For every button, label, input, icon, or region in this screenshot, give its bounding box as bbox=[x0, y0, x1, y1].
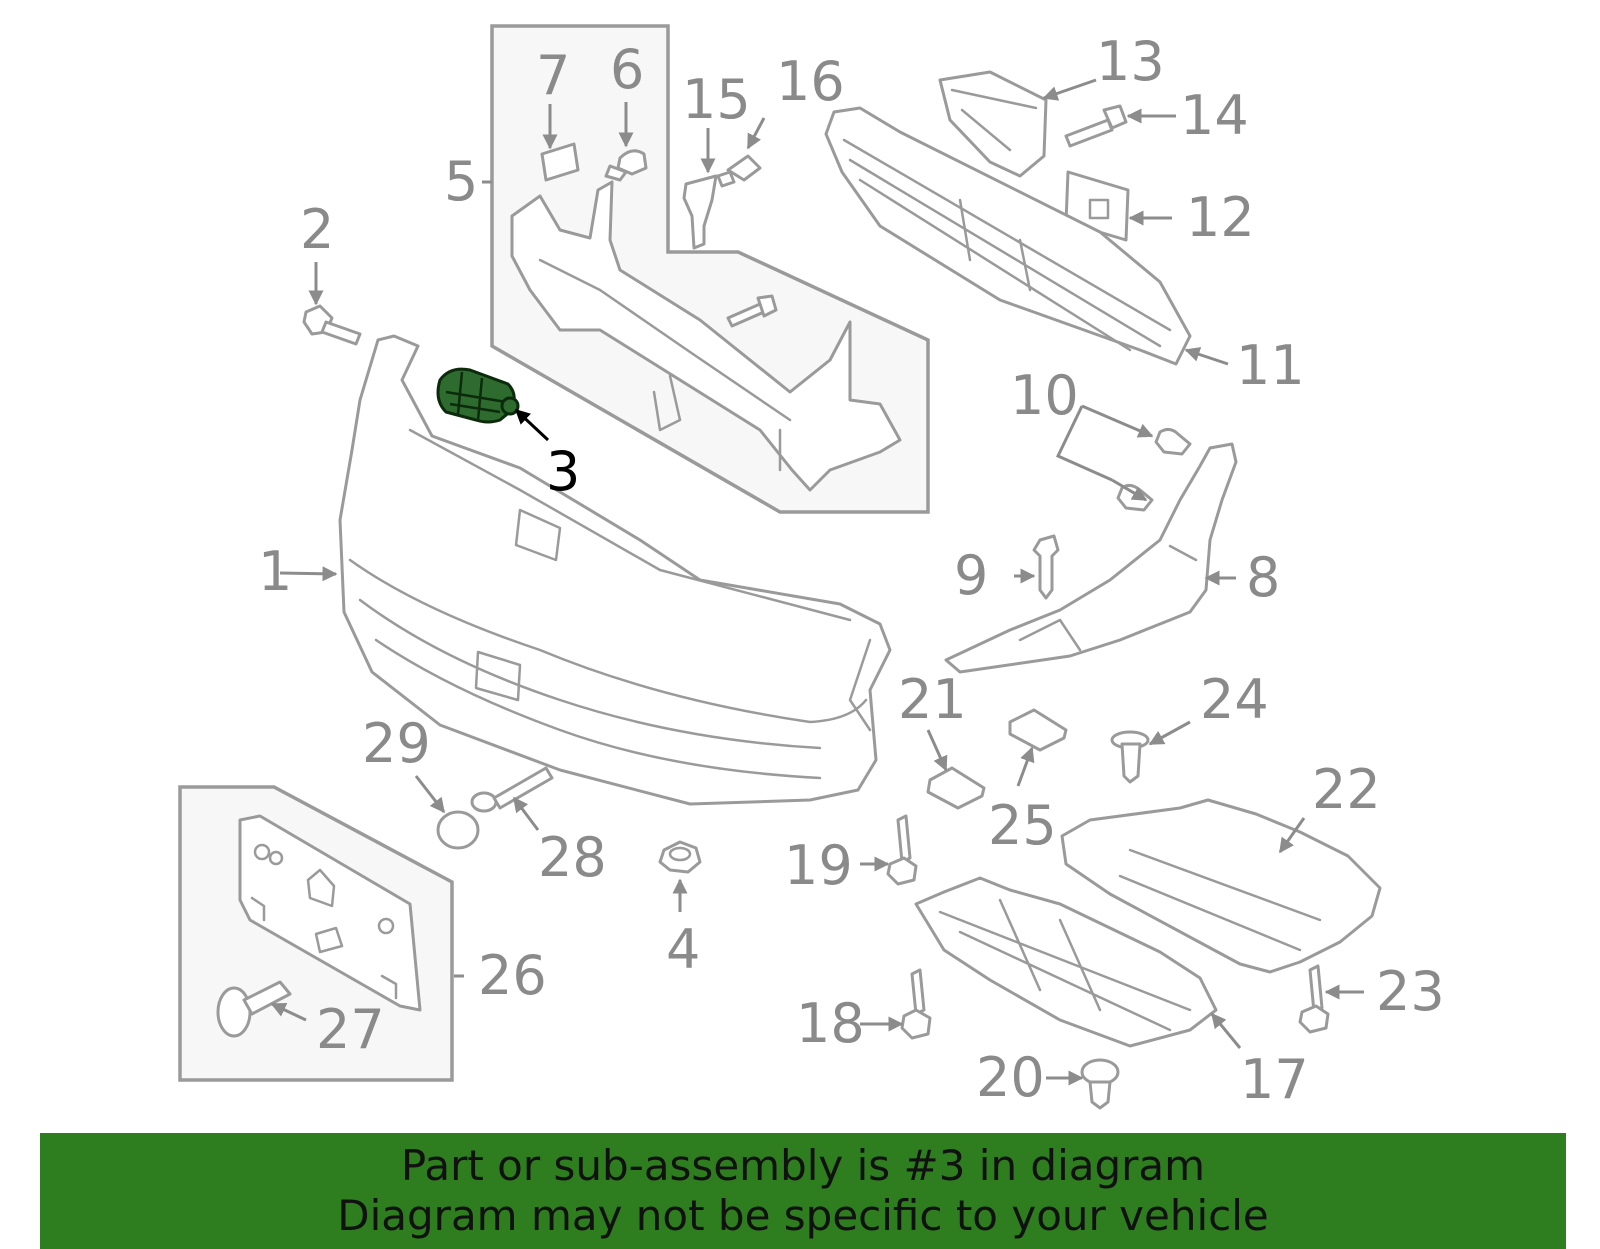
callout-12: 12 bbox=[1186, 186, 1255, 249]
banner-line-disclaimer: Diagram may not be specific to your vehi… bbox=[337, 1191, 1269, 1240]
under-cover-part-22 bbox=[1060, 798, 1382, 974]
callout-17: 17 bbox=[1240, 1048, 1309, 1111]
sensor-part-highlighted bbox=[436, 367, 520, 424]
bracket-part-15 bbox=[682, 174, 718, 250]
callout-10: 10 bbox=[1010, 364, 1079, 427]
callout-25: 25 bbox=[988, 794, 1057, 857]
reinforcement-part bbox=[510, 180, 902, 492]
callout-8: 8 bbox=[1246, 546, 1280, 609]
callout-29: 29 bbox=[362, 712, 431, 775]
side-bracket-part-8 bbox=[944, 442, 1238, 674]
pin-part-9 bbox=[1032, 534, 1060, 600]
bolt-part-2 bbox=[302, 304, 362, 346]
callout-23: 23 bbox=[1376, 960, 1445, 1023]
bolt-part-14 bbox=[1064, 104, 1128, 148]
callout-11: 11 bbox=[1236, 334, 1305, 397]
callout-14: 14 bbox=[1180, 84, 1249, 147]
callout-28: 28 bbox=[538, 826, 607, 889]
callout-4: 4 bbox=[666, 918, 700, 981]
callout-27: 27 bbox=[316, 998, 385, 1061]
callout-13: 13 bbox=[1096, 30, 1165, 93]
pad-part-7 bbox=[540, 142, 580, 182]
grille-part-11 bbox=[824, 106, 1192, 366]
callout-2: 2 bbox=[300, 198, 334, 261]
bumper-cover-part bbox=[338, 334, 892, 806]
clip-part-10 bbox=[1116, 427, 1192, 512]
clip-part-24 bbox=[1110, 730, 1150, 784]
callout-20: 20 bbox=[976, 1046, 1045, 1109]
callout-6: 6 bbox=[610, 38, 644, 101]
callout-15: 15 bbox=[682, 68, 751, 131]
clip-part-20 bbox=[1080, 1058, 1120, 1110]
banner-line-part-number: Part or sub-assembly is #3 in diagram bbox=[400, 1141, 1206, 1190]
callout-24: 24 bbox=[1200, 668, 1269, 731]
callout-1: 1 bbox=[258, 540, 292, 603]
screw-part-27 bbox=[216, 980, 292, 1038]
callout-19: 19 bbox=[784, 834, 853, 897]
callout-21: 21 bbox=[898, 668, 967, 731]
clip-part-21 bbox=[926, 766, 986, 810]
callout-5: 5 bbox=[444, 150, 478, 213]
bolt-part-18 bbox=[900, 968, 932, 1040]
deflector-part-13 bbox=[938, 70, 1048, 178]
callout-3: 3 bbox=[546, 440, 580, 503]
reinforcement-bolt bbox=[726, 294, 778, 328]
nut-part-4 bbox=[658, 840, 702, 874]
bolt-part-19 bbox=[886, 814, 918, 886]
clip-part-6 bbox=[604, 149, 648, 182]
clip-part-25 bbox=[1008, 708, 1068, 752]
leader-lines bbox=[270, 78, 1364, 1086]
bolt-part-23 bbox=[1298, 964, 1330, 1034]
callout-16: 16 bbox=[776, 50, 845, 113]
callout-22: 22 bbox=[1312, 758, 1381, 821]
license-bracket-part-26 bbox=[238, 814, 422, 1012]
callout-7: 7 bbox=[536, 44, 570, 107]
callout-18: 18 bbox=[796, 992, 865, 1055]
callout-26: 26 bbox=[478, 944, 547, 1007]
rod-part-28 bbox=[470, 766, 554, 813]
cap-part-29 bbox=[436, 810, 480, 850]
under-cover-part-17 bbox=[914, 876, 1218, 1048]
callout-labels: 1 2 3 4 5 6 7 8 9 10 11 12 13 14 15 16 1… bbox=[258, 30, 1445, 1111]
bolt-part-16 bbox=[716, 154, 762, 188]
callout-9: 9 bbox=[954, 544, 988, 607]
info-banner: Part or sub-assembly is #3 in diagram Di… bbox=[40, 1133, 1566, 1249]
